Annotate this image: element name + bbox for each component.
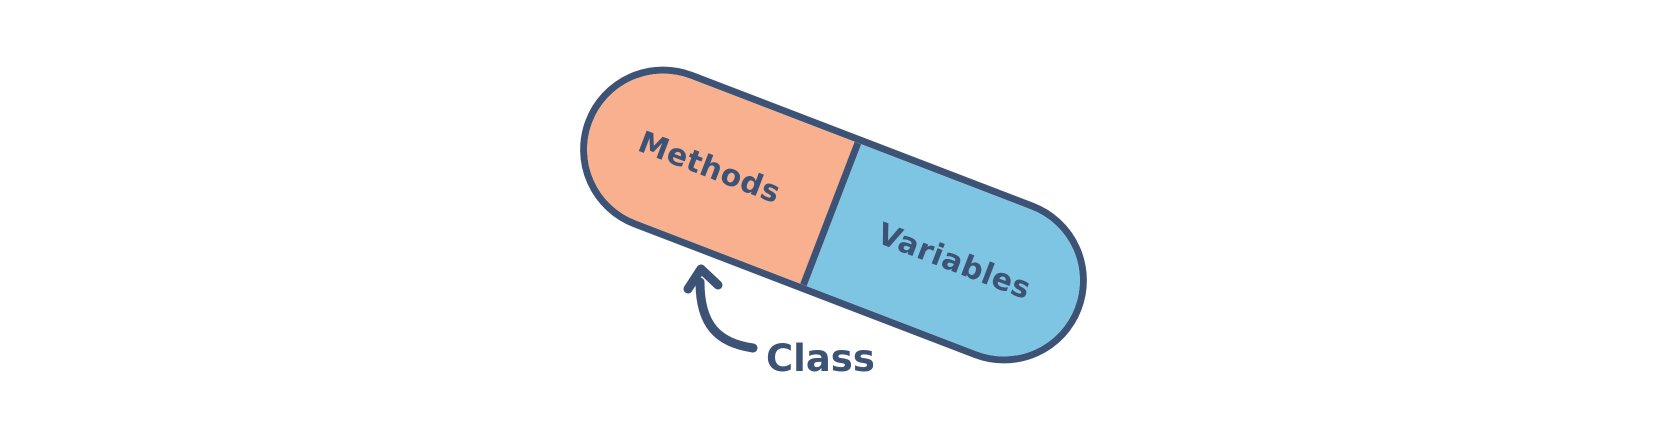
capsule-half-methods: Methods bbox=[564, 51, 861, 286]
arrow-shaft bbox=[695, 277, 758, 353]
arrow-head bbox=[683, 264, 723, 294]
class-capsule: Methods Variables bbox=[555, 42, 1112, 388]
class-label: Class bbox=[766, 337, 875, 380]
methods-label: Methods bbox=[633, 124, 786, 211]
variables-label: Variables bbox=[872, 216, 1036, 307]
